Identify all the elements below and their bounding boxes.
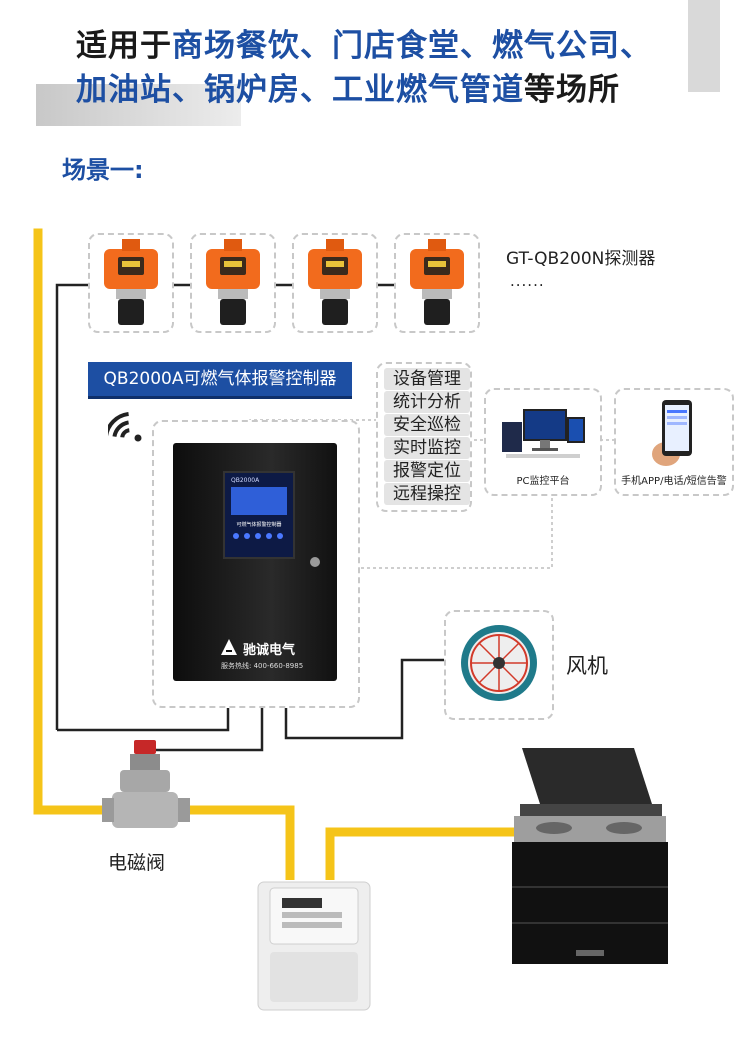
heading-underline-band [36,84,241,126]
mobile-alert-card: 手机APP/电话/短信告警 [614,388,734,496]
solenoid-valve-icon [102,740,190,828]
phone-icon [652,400,692,466]
pc-platform-label: PC监控平台 [516,476,570,487]
controller-cabinet: QB2000A 可燃气体报警控制器 驰诚电气 服务热线: 400-660-898… [173,443,337,681]
wifi-icon [108,411,142,442]
scene-title: 场景一: [62,156,144,184]
controller-model: QB2000A [231,477,260,484]
features-panel: 设备管理 统计分析 安全巡检 实时监控 报警定位 远程操控 [376,362,472,512]
detector-more: ...... [510,272,545,290]
feature-item: 实时监控 [384,437,470,459]
fan-frame [444,610,554,720]
pc-platform-card: PC监控平台 [484,388,602,496]
kitchen-stove-icon [512,748,668,964]
feature-item: 设备管理 [384,368,470,390]
service-hotline: 服务热线: 400-660-8985 [221,662,304,670]
detector-3 [292,233,378,333]
detector-4 [394,233,480,333]
controller-display: QB2000A 可燃气体报警控制器 [223,471,295,559]
heading-prefix: 适用于 [76,28,172,64]
heading-suffix: 等场所 [524,72,620,108]
gas-detector-icon [206,239,260,325]
corner-decoration [688,0,720,92]
feature-item: 统计分析 [384,391,470,413]
feature-item: 报警定位 [384,460,470,482]
valve-label: 电磁阀 [108,852,166,874]
brand-logo-icon [221,639,237,655]
feature-item: 远程操控 [384,483,470,505]
controller-banner: QB2000A可燃气体报警控制器 [88,362,352,399]
panel-caption: 可燃气体报警控制器 [236,522,282,528]
panel-button [266,533,272,539]
feature-item: 安全巡检 [384,414,470,436]
detector-1 [88,233,174,333]
heading-line-2: 加油站、锅炉房、工业燃气管道等场所 [76,64,620,109]
fan-label: 风机 [566,654,608,678]
heading-highlight-2: 加油站、锅炉房、工业燃气管道 [76,72,524,108]
panel-button [233,533,239,539]
gas-detector-icon [410,239,464,325]
heading-line-1: 适用于商场餐饮、门店食堂、燃气公司、 [76,20,652,65]
heading-highlight-1: 商场餐饮、门店食堂、燃气公司、 [172,28,652,64]
gas-meter-icon [257,881,371,1011]
fan-icon [461,625,537,701]
gas-detector-icon [104,239,158,325]
gas-detector-icon [308,239,362,325]
detector-2 [190,233,276,333]
detector-label: GT-QB200N探测器 [506,249,656,269]
lcd-screen [231,487,287,515]
brand-name: 驰诚电气 [243,643,296,658]
lock-icon [310,557,320,567]
mobile-alert-label: 手机APP/电话/短信告警 [621,476,727,487]
panel-button [277,533,283,539]
monitor-icon [502,409,585,458]
button-row [233,533,283,539]
panel-button [255,533,261,539]
panel-button [244,533,250,539]
